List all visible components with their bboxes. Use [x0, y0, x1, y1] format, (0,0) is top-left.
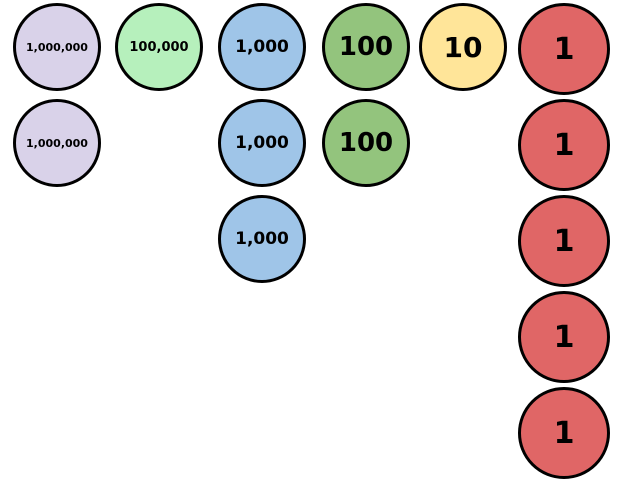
chip-label: 1 [553, 319, 575, 355]
column-tens: 10 [419, 3, 507, 99]
chip-1000[interactable]: 1,000 [218, 195, 306, 283]
chip-1000[interactable]: 1,000 [218, 99, 306, 187]
chip-1000[interactable]: 1,000 [218, 3, 306, 91]
chip-label: 1,000 [235, 37, 289, 57]
column-ones: 1 1 1 1 1 [518, 3, 610, 483]
chip-label: 100 [338, 32, 394, 62]
chip-label: 1,000 [235, 133, 289, 153]
chip-100[interactable]: 100 [322, 3, 410, 91]
chip-label: 1,000,000 [26, 40, 88, 54]
column-millions: 1,000,000 1,000,000 [13, 3, 101, 195]
chip-1[interactable]: 1 [518, 99, 610, 191]
chip-1[interactable]: 1 [518, 387, 610, 479]
column-hundreds: 100 100 [322, 3, 410, 195]
chip-label: 1 [553, 31, 575, 67]
chip-1000000[interactable]: 1,000,000 [13, 99, 101, 187]
chip-label: 1 [553, 223, 575, 259]
chip-label: 100,000 [129, 39, 189, 55]
chip-label: 10 [443, 30, 483, 64]
chip-label: 100 [338, 128, 394, 158]
chip-1[interactable]: 1 [518, 195, 610, 287]
chip-label: 1 [553, 127, 575, 163]
chip-10[interactable]: 10 [419, 3, 507, 91]
chip-100000[interactable]: 100,000 [115, 3, 203, 91]
chip-100[interactable]: 100 [322, 99, 410, 187]
chip-1[interactable]: 1 [518, 3, 610, 95]
column-hundred-thousands: 100,000 [115, 3, 203, 99]
chip-1000000[interactable]: 1,000,000 [13, 3, 101, 91]
chip-label: 1,000 [235, 229, 289, 249]
column-thousands: 1,000 1,000 1,000 [218, 3, 306, 291]
chip-label: 1 [553, 415, 575, 451]
chip-1[interactable]: 1 [518, 291, 610, 383]
chip-label: 1,000,000 [26, 136, 88, 150]
